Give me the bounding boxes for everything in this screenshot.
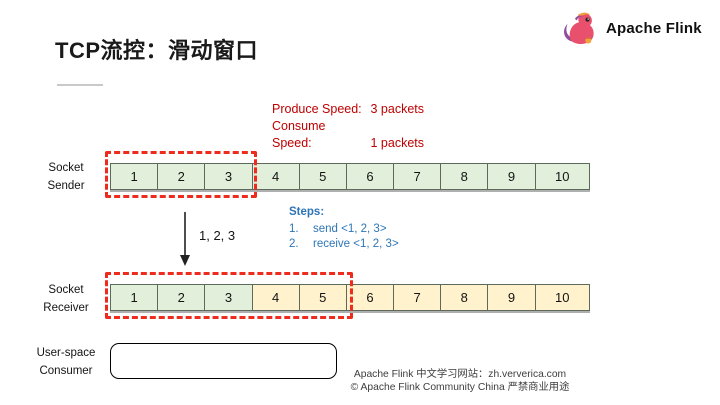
consume-speed-value: 1 packets bbox=[370, 136, 424, 150]
buffer-cell: 6 bbox=[346, 164, 395, 189]
buffer-cell: 4 bbox=[252, 164, 300, 189]
buffer-cell: 8 bbox=[441, 164, 489, 189]
buffer-cell: 6 bbox=[346, 285, 395, 310]
down-arrow-icon bbox=[180, 212, 190, 266]
title-underline bbox=[57, 84, 103, 86]
consume-speed-line: Consume Speed: 1 packets bbox=[272, 118, 424, 152]
produce-speed-line: Produce Speed: 3 packets bbox=[272, 101, 424, 118]
buffer-cell: 5 bbox=[299, 164, 347, 189]
footer-site-line: Apache Flink 中文学习网站：zh.ververica.com bbox=[353, 369, 567, 380]
buffer-cell: 10 bbox=[535, 285, 589, 310]
produce-speed-value: 3 packets bbox=[370, 102, 424, 116]
buffer-cell: 1 bbox=[111, 164, 159, 189]
step-number: 1. bbox=[289, 223, 299, 235]
step-text: receive <1, 2, 3> bbox=[313, 238, 399, 250]
buffer-cell: 9 bbox=[488, 164, 536, 189]
buffer-cell: 7 bbox=[394, 164, 442, 189]
consume-speed-label: Consume Speed: bbox=[272, 119, 326, 150]
buffer-cell: 7 bbox=[394, 285, 442, 310]
user-space-consumer-label: User-space Consumer bbox=[36, 347, 96, 378]
buffer-cell: 9 bbox=[488, 285, 536, 310]
produce-speed-label: Produce Speed: bbox=[272, 102, 362, 116]
steps-panel: Steps: 1. send <1, 2, 3> 2. receive <1, … bbox=[289, 205, 399, 252]
buffer-cell: 4 bbox=[252, 285, 300, 310]
buffer-cell: 2 bbox=[158, 164, 206, 189]
buffer-cell: 3 bbox=[205, 164, 253, 189]
buffer-cell: 10 bbox=[535, 164, 589, 189]
socket-sender-label: Socket Sender bbox=[47, 162, 85, 193]
steps-heading: Steps: bbox=[289, 206, 325, 218]
socket-receiver-label: Socket Receiver bbox=[43, 284, 89, 315]
logo-text: Apache Flink bbox=[606, 19, 702, 37]
transfer-packets-label: 1, 2, 3 bbox=[199, 228, 236, 243]
step-item: 1. send <1, 2, 3> bbox=[289, 222, 399, 237]
footer: Apache Flink 中文学习网站：zh.ververica.com © A… bbox=[320, 368, 600, 394]
flink-squirrel-icon bbox=[564, 12, 594, 44]
buffer-cell: 5 bbox=[299, 285, 347, 310]
step-number: 2. bbox=[289, 238, 299, 250]
buffer-cell: 2 bbox=[158, 285, 206, 310]
footer-copyright-line: © Apache Flink Community China 严禁商业用途 bbox=[350, 382, 570, 393]
step-text: send <1, 2, 3> bbox=[313, 223, 387, 235]
page-title: TCP流控：滑动窗口 bbox=[55, 38, 259, 63]
buffer-cell: 1 bbox=[111, 285, 159, 310]
receiver-sliding-window bbox=[105, 272, 353, 319]
step-item: 2. receive <1, 2, 3> bbox=[289, 237, 399, 252]
buffer-cell: 8 bbox=[441, 285, 489, 310]
sender-sliding-window bbox=[105, 151, 257, 198]
apache-flink-logo: Apache Flink bbox=[560, 8, 702, 48]
consumer-buffer-box bbox=[110, 343, 337, 379]
speed-annotation: Produce Speed: 3 packets Consume Speed: … bbox=[272, 101, 424, 152]
buffer-cell: 3 bbox=[205, 285, 253, 310]
